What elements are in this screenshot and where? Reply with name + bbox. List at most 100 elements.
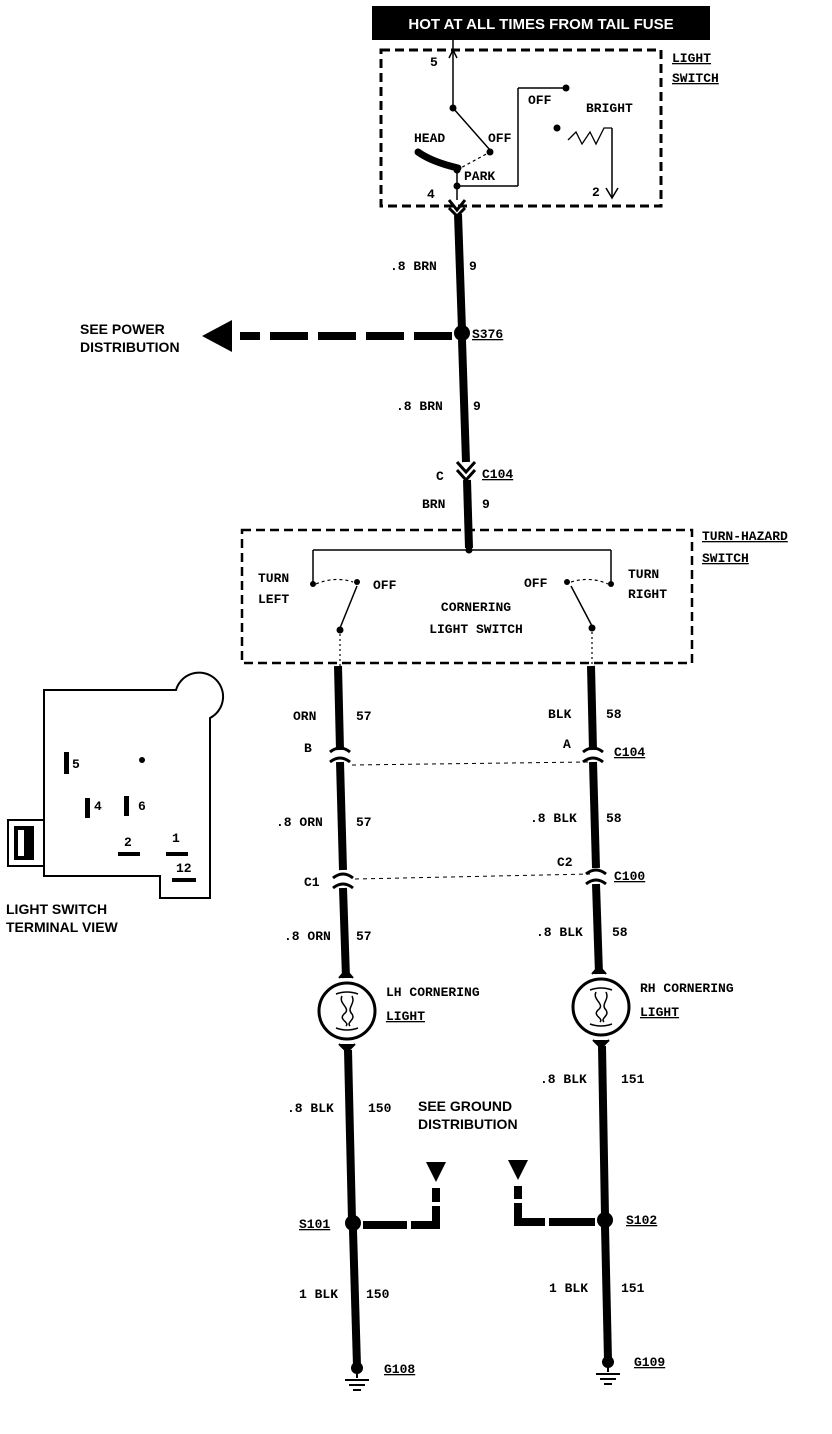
left-w2-color: .8 ORN — [276, 815, 323, 830]
lh-lamp-label-2: LIGHT — [386, 1009, 425, 1024]
pin-5-label: 5 — [430, 55, 438, 70]
right-c104-pin: A — [563, 737, 571, 752]
splice-s102-label: S102 — [626, 1213, 657, 1228]
turn-left-2: LEFT — [258, 592, 289, 607]
turn-hazard-label-2: SWITCH — [702, 551, 749, 566]
wire-brn-9-c — [463, 479, 473, 549]
left-w3-color: .8 ORN — [284, 929, 331, 944]
c104-top-pin: C — [436, 469, 444, 484]
terminal-view-connector — [7, 671, 225, 899]
left-c104-pin: B — [304, 741, 312, 756]
wire-blk-58-a — [587, 665, 597, 751]
turn-right-2: RIGHT — [628, 587, 667, 602]
left-off-label: OFF — [373, 578, 397, 593]
wire-blk-150-a — [344, 1049, 356, 1221]
power-distribution-arrow — [202, 320, 232, 352]
right-off-label: OFF — [524, 576, 548, 591]
left-w1-circuit: 57 — [356, 709, 372, 724]
connector-c104-right — [582, 746, 604, 754]
right-w2-color: .8 BLK — [530, 811, 577, 826]
connector-c100-left — [332, 872, 354, 880]
rh-lamp-label-1: RH CORNERING — [640, 981, 734, 996]
wire-blk-151-a — [598, 1045, 609, 1217]
wire-3-circuit: 9 — [482, 497, 490, 512]
ground-lead-left — [363, 1188, 440, 1229]
lh-lamp-label-1: LH CORNERING — [386, 985, 480, 1000]
c104-top-id: C104 — [482, 467, 513, 482]
cornering-switch-label-2: LIGHT SWITCH — [429, 622, 523, 637]
right-w5-color: 1 BLK — [549, 1281, 588, 1296]
wire-blk-150-b — [349, 1229, 361, 1367]
wire-orn-57-b — [336, 761, 347, 871]
connector-c104-left — [329, 746, 351, 754]
wire-orn-57-a — [334, 665, 344, 751]
ground-ref-1: SEE GROUND — [418, 1098, 512, 1114]
terminal-2: 2 — [124, 835, 132, 850]
left-w2-circuit: 57 — [356, 815, 372, 830]
wire-orn-57-c — [339, 887, 350, 979]
wire-blk-151-b — [601, 1225, 612, 1361]
terminal-view-caption-2: TERMINAL VIEW — [6, 919, 119, 935]
left-w3-circuit: 57 — [356, 929, 372, 944]
light-switch-label-2: SWITCH — [672, 71, 719, 86]
right-w2-circuit: 58 — [606, 811, 622, 826]
turn-hazard-switch-box — [240, 528, 694, 665]
left-w5-color: 1 BLK — [299, 1287, 338, 1302]
splice-s101 — [345, 1215, 361, 1231]
splice-s102 — [597, 1212, 613, 1228]
head-contact — [414, 148, 462, 172]
pin-2-label: 2 — [592, 185, 600, 200]
dimmer-bright-label: BRIGHT — [586, 101, 633, 116]
right-w3-circuit: 58 — [612, 925, 628, 940]
terminal-12: 12 — [176, 861, 192, 876]
right-c100-id: C100 — [614, 869, 645, 884]
right-w1-color: BLK — [548, 707, 572, 722]
connector-c104-top — [455, 460, 477, 475]
right-w4-circuit: 151 — [621, 1072, 645, 1087]
wire-brn-9-b — [458, 339, 470, 463]
pin-4-label: 4 — [427, 187, 435, 202]
terminal-6: 6 — [138, 799, 146, 814]
ground-g108-label: G108 — [384, 1362, 415, 1377]
ground-arrow-left — [426, 1162, 446, 1182]
turn-hazard-label-1: TURN-HAZARD — [702, 529, 788, 544]
right-c104-id: C104 — [614, 745, 645, 760]
left-w4-circuit: 150 — [368, 1101, 392, 1116]
rh-lamp-label-2: LIGHT — [640, 1005, 679, 1020]
wire-blk-58-c — [592, 883, 603, 975]
right-switch-blade — [570, 585, 593, 627]
terminal-5: 5 — [72, 757, 80, 772]
ground-g109-symbol — [596, 1373, 620, 1385]
turn-left-1: TURN — [258, 571, 289, 586]
wire-2-circuit: 9 — [473, 399, 481, 414]
wire-2-gauge: .8 BRN — [396, 399, 443, 414]
fuse-header-bar — [372, 6, 710, 40]
splice-s101-label: S101 — [299, 1217, 330, 1232]
wire-3-gauge: BRN — [422, 497, 445, 512]
right-w3-color: .8 BLK — [536, 925, 583, 940]
splice-s376 — [454, 325, 470, 341]
ground-lead-right — [514, 1186, 595, 1226]
left-w5-circuit: 150 — [366, 1287, 390, 1302]
pos-head-label: HEAD — [414, 131, 445, 146]
right-w1-circuit: 58 — [606, 707, 622, 722]
right-c100-pin: C2 — [557, 855, 573, 870]
light-switch-box — [379, 48, 663, 208]
turn-right-1: TURN — [628, 567, 659, 582]
left-switch-blade — [339, 585, 358, 629]
pos-park-label: PARK — [464, 169, 495, 184]
wire-brn-9-a — [454, 213, 466, 331]
power-ref-1: SEE POWER — [80, 321, 165, 337]
cornering-switch-label-1: CORNERING — [441, 600, 511, 615]
ground-g109-label: G109 — [634, 1355, 665, 1370]
dimmer-rheostat — [567, 127, 612, 146]
power-ref-2: DISTRIBUTION — [80, 339, 180, 355]
fuse-header-text: HOT AT ALL TIMES FROM TAIL FUSE — [408, 16, 673, 33]
wire-1-gauge: .8 BRN — [390, 259, 437, 274]
wire-blk-58-b — [589, 761, 600, 869]
ground-g108-symbol — [345, 1379, 369, 1391]
dimmer-off-label: OFF — [528, 93, 552, 108]
pos-off-label: OFF — [488, 131, 512, 146]
connector-c100-right — [585, 868, 607, 876]
